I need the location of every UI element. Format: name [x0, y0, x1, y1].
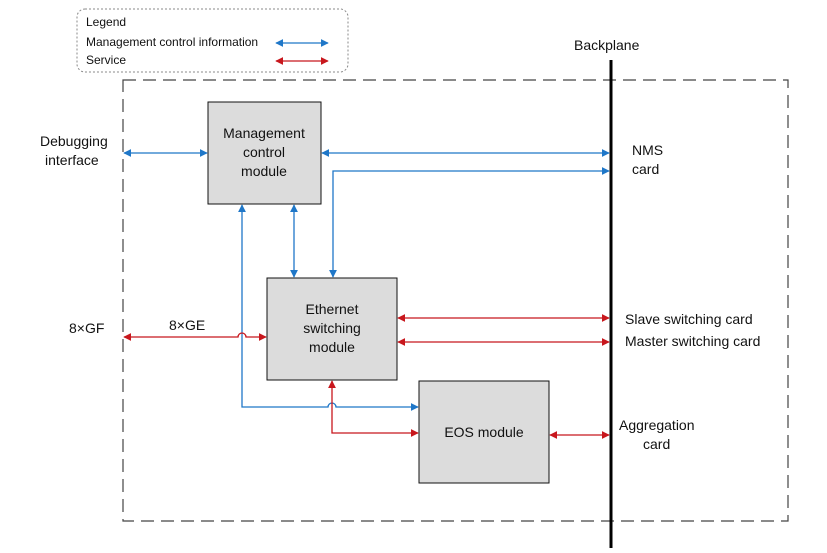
master-switching-card-label: Master switching card [625, 333, 760, 349]
backplane-label: Backplane [574, 37, 640, 53]
management-control-module-box [207, 101, 322, 205]
nms-card-line-2: card [632, 161, 659, 177]
ge-label: 8×GE [169, 317, 205, 333]
debugging-interface-line-2: interface [45, 152, 99, 168]
debugging-interface-line-1: Debugging [40, 133, 108, 149]
eos-module-label: EOS module [444, 424, 524, 440]
legend: Legend Management control information Se… [76, 8, 349, 73]
ethernet-module-line-3: module [309, 339, 355, 355]
ethernet-to-nms-arrow [329, 167, 610, 278]
management-control-module: Management control module [207, 101, 322, 205]
nms-card-line-1: NMS [632, 142, 663, 158]
management-module-line-2: control [243, 144, 285, 160]
management-module-line-1: Management [223, 125, 305, 141]
card-boundary [122, 79, 789, 522]
ethernet-switching-module: Ethernet switching module [266, 277, 398, 381]
legend-management-label: Management control information [86, 35, 258, 49]
ethernet-module-line-1: Ethernet [306, 301, 359, 317]
eos-module-box [418, 380, 550, 484]
legend-box [76, 8, 349, 73]
gf-label: 8×GF [69, 320, 104, 336]
legend-title: Legend [86, 15, 126, 29]
management-module-line-3: module [241, 163, 287, 179]
aggregation-card-line-2: card [643, 436, 670, 452]
eos-module: EOS module [418, 380, 550, 484]
legend-service-label: Service [86, 53, 126, 67]
ethernet-module-line-2: switching [303, 320, 361, 336]
slave-switching-card-label: Slave switching card [625, 311, 753, 327]
gf-to-ethernet-arrow [123, 332, 267, 341]
aggregation-card-line-1: Aggregation [619, 417, 695, 433]
ethernet-to-eos-arrow [328, 380, 419, 437]
